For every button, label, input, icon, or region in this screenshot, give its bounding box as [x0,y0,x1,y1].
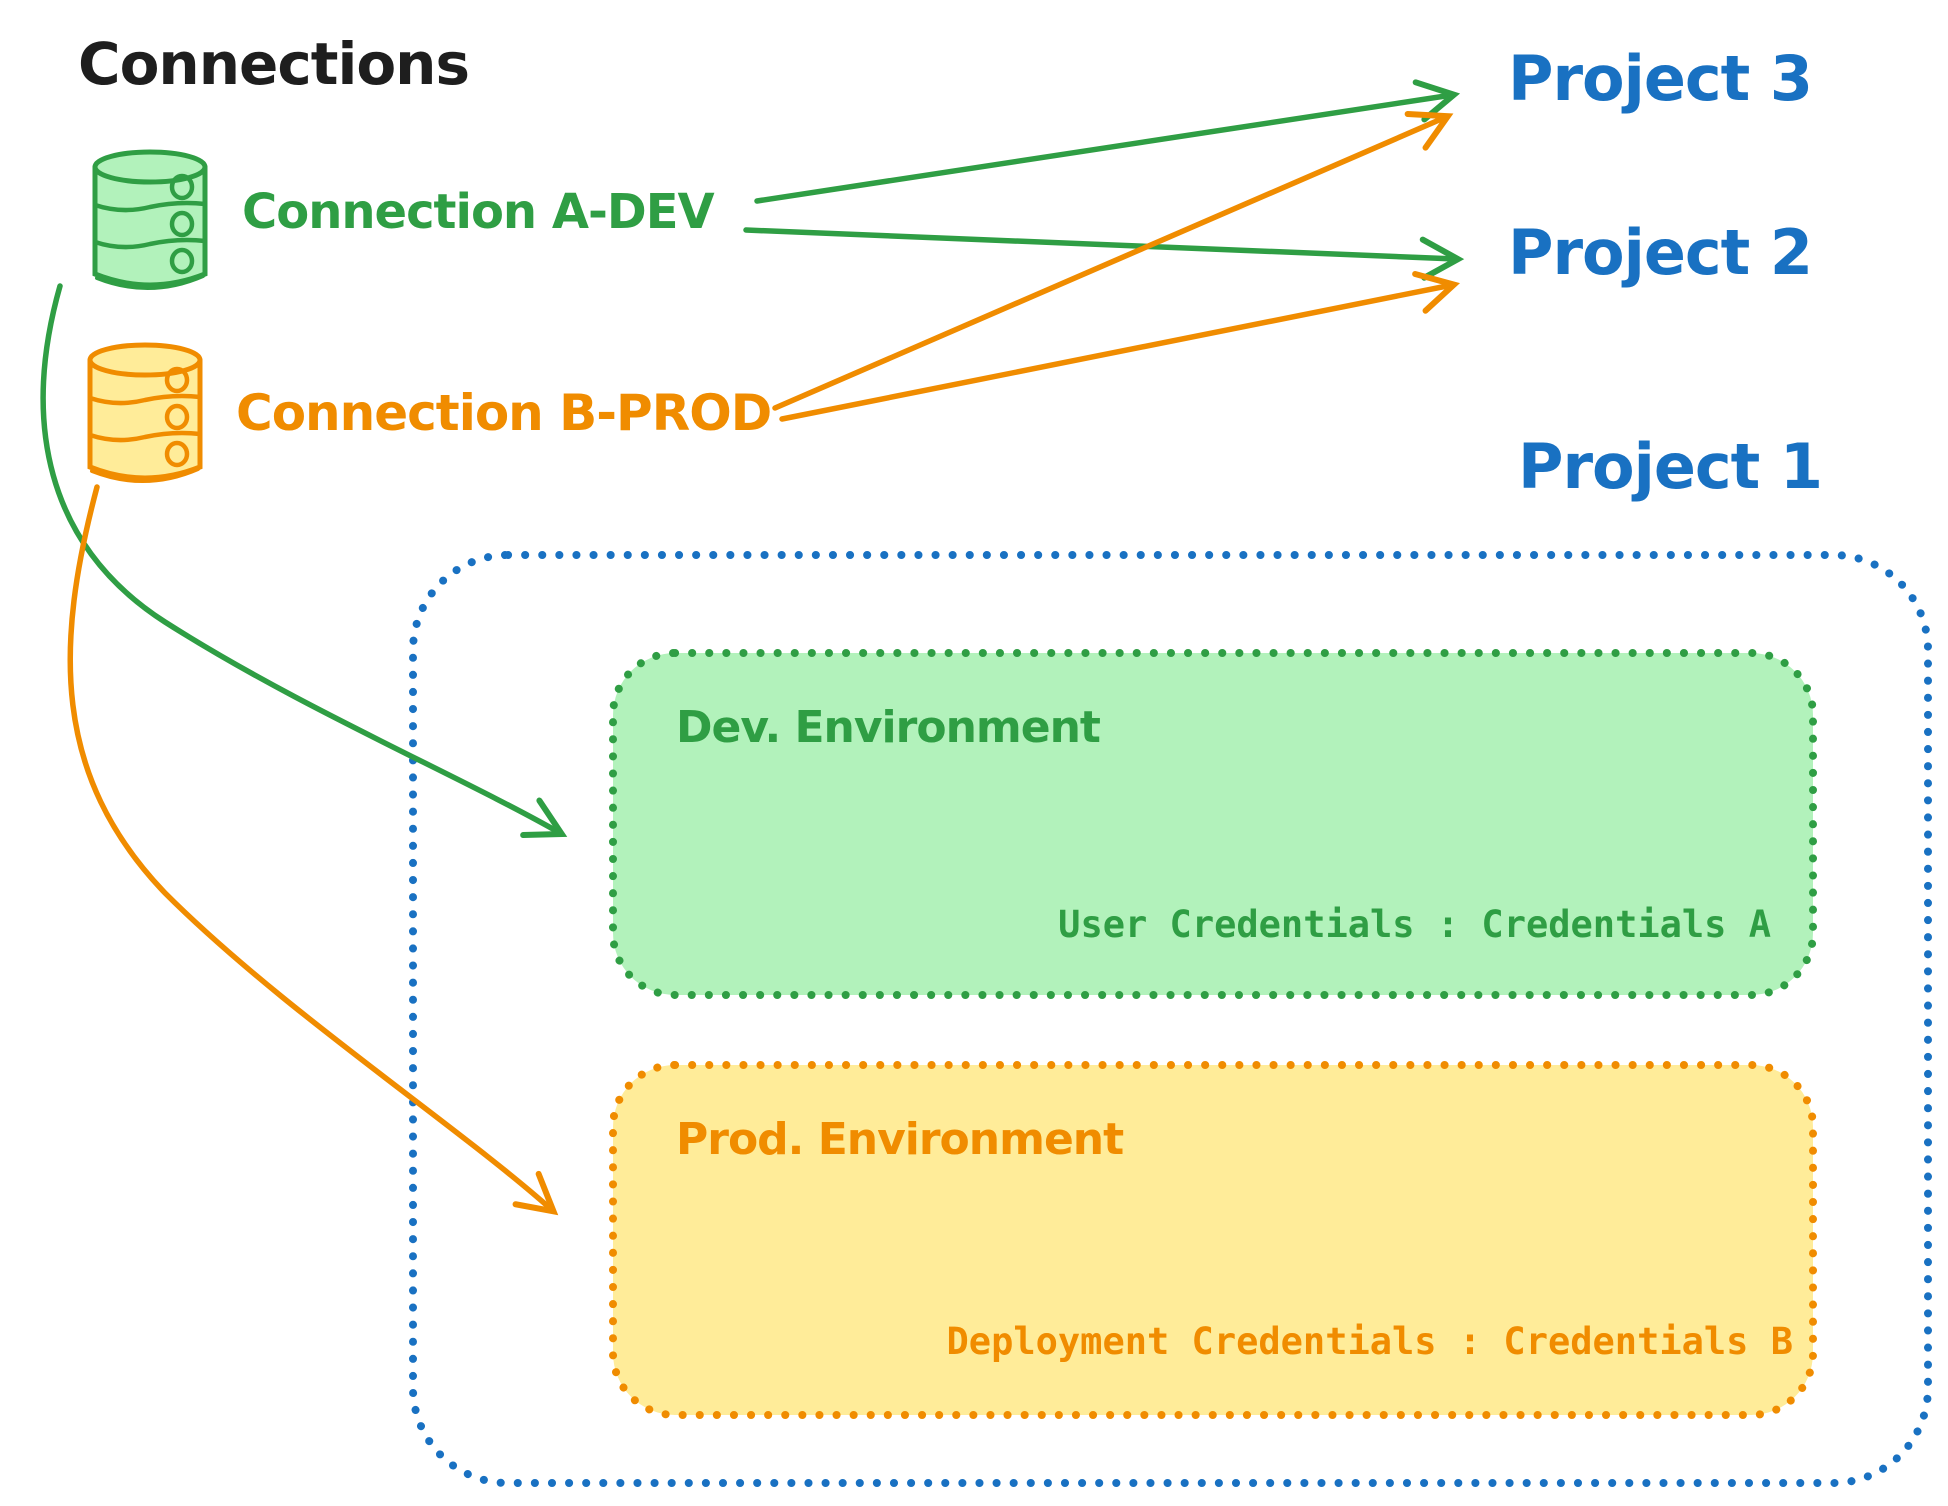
arrow-b-prod-to-project3 [772,111,1454,411]
dev-environment-title: Dev. Environment [676,702,1101,753]
prod-environment-title: Prod. Environment [676,1114,1124,1165]
prod-environment-box [609,1061,1817,1419]
project-3-label: Project 3 [1508,42,1813,115]
database-icon-a-dev [92,149,208,290]
database-icon-b-prod [87,342,203,483]
connection-b-prod-label: Connection B-PROD [236,384,772,442]
arrow-a-dev-to-project3 [754,79,1461,204]
project-1-label: Project 1 [1518,430,1823,503]
arrow-a-dev-to-project2 [743,227,1465,281]
dev-environment-credentials: User Credentials : Credentials A [1058,903,1771,946]
arrow-b-prod-to-prod-environment [67,484,559,1216]
diagram-title: Connections [78,30,470,98]
arrow-a-dev-to-dev-environment [40,283,568,839]
project1-container-box [409,551,1932,1487]
project-2-label: Project 2 [1508,216,1813,289]
connection-a-dev-label: Connection A-DEV [242,184,715,240]
prod-environment-credentials: Deployment Credentials : Credentials B [946,1320,1793,1363]
arrow-b-prod-to-project2 [779,271,1460,422]
dev-environment-box [609,649,1817,999]
